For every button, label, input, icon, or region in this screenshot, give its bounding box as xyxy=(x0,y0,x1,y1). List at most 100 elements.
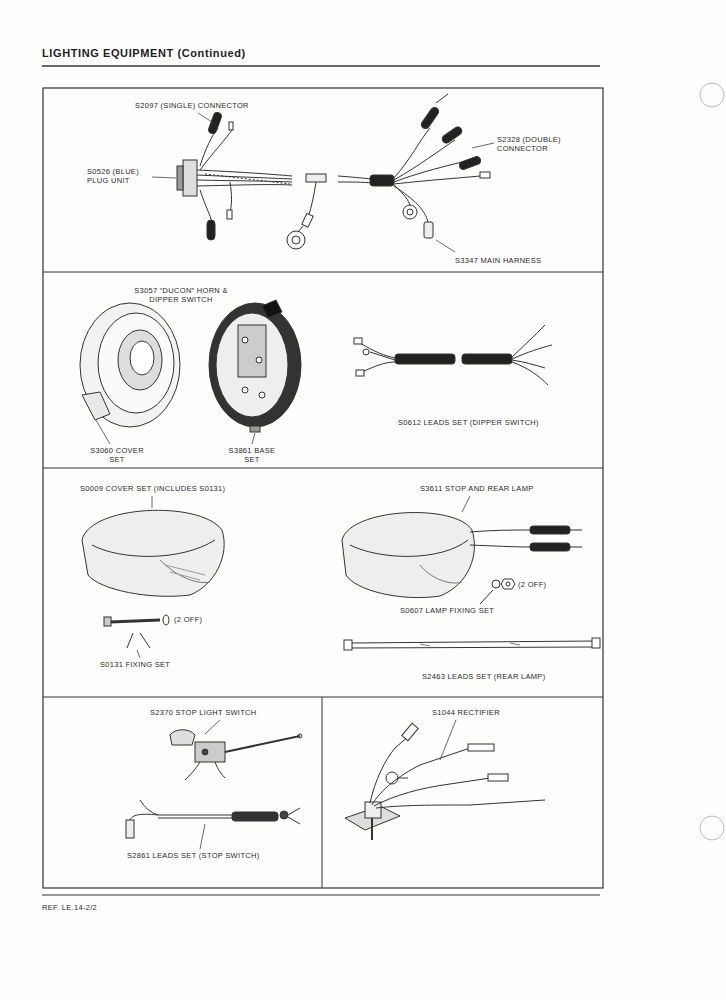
drawing-stroke xyxy=(230,182,232,212)
drawing-stroke xyxy=(262,300,282,318)
drawing-stroke xyxy=(82,392,110,420)
drawing-stroke xyxy=(152,496,153,508)
drawing-stroke xyxy=(394,140,455,180)
drawing-stroke xyxy=(126,820,134,838)
drawing-stroke xyxy=(462,496,470,512)
drawing-stroke xyxy=(242,387,248,393)
drawing-stroke xyxy=(472,143,494,148)
drawing-stroke xyxy=(700,83,724,107)
drawing-stroke xyxy=(195,742,225,762)
drawing-stroke xyxy=(202,749,208,755)
drawing-stroke xyxy=(360,343,395,358)
drawing-stroke xyxy=(342,513,474,598)
drawing-stroke xyxy=(152,177,176,178)
drawing-stroke xyxy=(238,325,266,377)
dipper-leads xyxy=(354,325,552,385)
drawing-stroke xyxy=(530,526,570,534)
drawing-stroke xyxy=(280,811,288,819)
drawing-stroke xyxy=(370,175,394,186)
drawing-stroke xyxy=(130,341,154,375)
drawing-stroke xyxy=(170,730,195,745)
drawing-stroke xyxy=(371,818,373,840)
drawing-stroke xyxy=(394,128,430,178)
drawing-stroke xyxy=(82,510,224,596)
drawing-stroke xyxy=(225,736,300,752)
part-label: S3057 “DUCON” HORN & DIPPER SWITCH xyxy=(125,286,237,304)
drawing-stroke xyxy=(229,122,233,130)
drawing-stroke xyxy=(200,130,232,170)
drawing-stroke xyxy=(570,530,582,547)
drawing-stroke xyxy=(462,354,512,364)
drawing-stroke xyxy=(183,160,197,196)
drawing-stroke xyxy=(350,647,595,648)
rectifier xyxy=(345,723,545,840)
drawing-stroke xyxy=(197,175,292,179)
part-label: S3861 BASE SET xyxy=(225,446,279,464)
drawing-stroke xyxy=(420,565,462,583)
drawing-stroke xyxy=(232,812,278,821)
drawing-stroke xyxy=(42,65,600,66)
drawing-stroke xyxy=(308,182,316,218)
drawing-stroke xyxy=(374,778,490,806)
drawing-stroke xyxy=(402,723,418,740)
drawing-stroke xyxy=(480,590,493,604)
drawing-stroke xyxy=(395,354,455,364)
drawing-stroke xyxy=(420,643,520,646)
part-label: S0131 FIXING SET xyxy=(100,660,170,669)
drawing-stroke xyxy=(394,176,480,184)
main-harness xyxy=(177,94,490,249)
drawing-stroke xyxy=(398,778,408,779)
drawing-stroke xyxy=(200,128,218,166)
drawing-stroke xyxy=(306,174,326,182)
drawing-stroke xyxy=(362,362,395,372)
drawing-stroke xyxy=(43,88,603,888)
page-title: LIGHTING EQUIPMENT (Continued) xyxy=(42,47,246,59)
drawing-stroke xyxy=(185,762,200,780)
drawing-stroke xyxy=(118,330,162,390)
drawing-stroke xyxy=(292,236,300,244)
drawing-stroke xyxy=(96,420,110,444)
drawing-stroke xyxy=(440,720,456,760)
drawing-stroke xyxy=(350,540,468,556)
stop-light-switch xyxy=(126,730,302,838)
page-frame xyxy=(42,66,724,895)
drawing-stroke xyxy=(200,824,205,849)
drawing-stroke xyxy=(216,313,288,417)
drawing-stroke xyxy=(205,720,220,734)
rear-lamp-leads xyxy=(344,638,600,650)
part-label: (2 OFF) xyxy=(518,580,546,589)
drawing-stroke xyxy=(137,650,140,658)
drawing-stroke xyxy=(436,240,455,252)
drawing-stroke xyxy=(227,210,232,219)
drawing-stroke xyxy=(363,349,369,355)
drawing-stroke xyxy=(205,174,290,184)
drawing-stroke xyxy=(287,231,305,249)
drawing-stroke xyxy=(104,617,111,626)
drawing-stroke xyxy=(252,433,255,444)
drawing-stroke xyxy=(468,744,494,751)
drawing-stroke xyxy=(165,565,205,580)
drawing-stroke xyxy=(158,815,232,816)
drawing-stroke xyxy=(207,220,215,240)
drawing-stroke xyxy=(436,94,448,103)
drawing-stroke xyxy=(250,426,260,432)
drawing-stroke xyxy=(394,186,428,222)
drawing-stroke xyxy=(163,615,169,625)
drawing-stroke xyxy=(700,816,724,840)
drawing-stroke xyxy=(215,762,225,778)
lamp-cover xyxy=(82,510,224,648)
drawing-stroke xyxy=(501,579,515,589)
part-label: S2097 (SINGLE) CONNECTOR xyxy=(135,101,249,110)
drawing-stroke xyxy=(356,370,364,376)
drawing-stroke xyxy=(110,620,160,622)
page-reference: REF. LE.14-2/2 xyxy=(42,903,97,912)
part-label: S1044 RECTIFIER xyxy=(432,708,500,717)
drawing-stroke xyxy=(365,802,381,818)
drawing-stroke xyxy=(592,638,600,648)
part-label: S0607 LAMP FIXING SET xyxy=(400,606,494,615)
drawing-stroke xyxy=(80,303,180,427)
part-label: (2 OFF) xyxy=(174,615,202,624)
part-label: S0612 LEADS SET (DIPPER SWITCH) xyxy=(398,418,539,427)
